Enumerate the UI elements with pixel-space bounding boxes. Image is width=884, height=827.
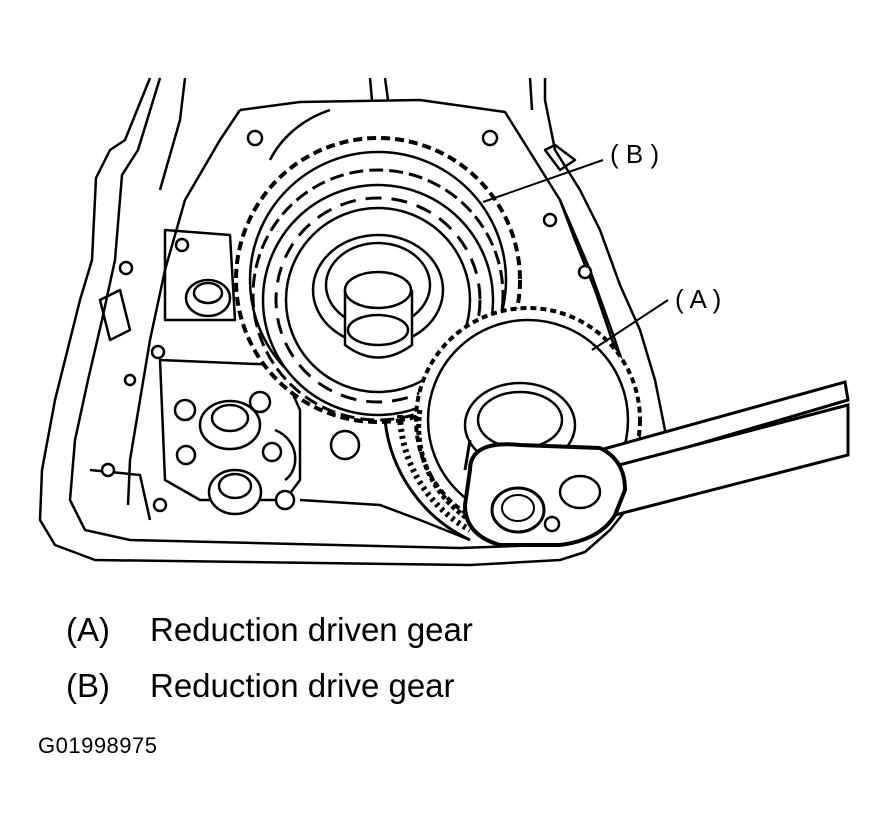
- legend-item-a: (A) Reduction driven gear: [66, 610, 473, 650]
- case-plugs: [173, 278, 361, 516]
- transmission-gear-illustration: ( B ) ( A ): [38, 77, 850, 567]
- figure-id: G01998975: [38, 733, 158, 758]
- legend-item-b: (B) Reduction drive gear: [66, 666, 455, 706]
- legend-label-b: Reduction drive gear: [150, 667, 455, 704]
- legend-key-b: (B): [66, 667, 110, 704]
- wrench-tool: [462, 380, 850, 547]
- callout-label-a: ( A ): [675, 284, 721, 314]
- legend-key-a: (A): [66, 611, 110, 648]
- case-bolt-holes: [100, 129, 593, 513]
- callout-lines: [482, 159, 669, 351]
- legend-label-a: Reduction driven gear: [150, 611, 473, 648]
- callout-label-b: ( B ): [610, 139, 659, 169]
